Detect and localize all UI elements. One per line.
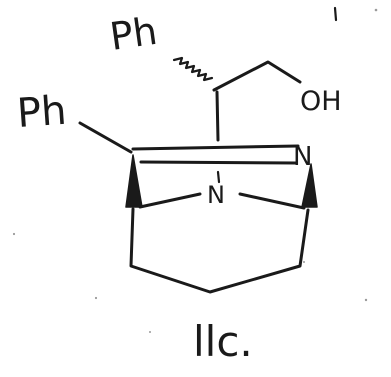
bond-ph-left: [78, 121, 133, 154]
label-n-right: N: [293, 142, 312, 172]
wedge-bond-right: [301, 163, 318, 208]
ring-lower: [129, 207, 310, 294]
bond-ch2: [212, 60, 302, 92]
wedge-bond-left: [125, 154, 143, 208]
compound-label: llc.: [193, 317, 253, 366]
double-bond-lower: [139, 160, 298, 165]
bond-bridge-n-top: [216, 170, 221, 184]
bond-center-down: [215, 90, 220, 142]
bond-bridge-n-right: [238, 192, 306, 210]
label-n-bridge: N: [207, 181, 225, 209]
label-oh: OH: [300, 86, 342, 117]
bond-bridge-n-left: [138, 192, 202, 209]
label-ph-left: Ph: [15, 88, 68, 137]
double-bond-upper: [131, 144, 300, 151]
edge-stroke: [333, 6, 338, 22]
label-ph-top: Ph: [107, 9, 160, 59]
scan-specks: [12, 8, 378, 333]
wavy-bond-ph: [172, 56, 214, 82]
